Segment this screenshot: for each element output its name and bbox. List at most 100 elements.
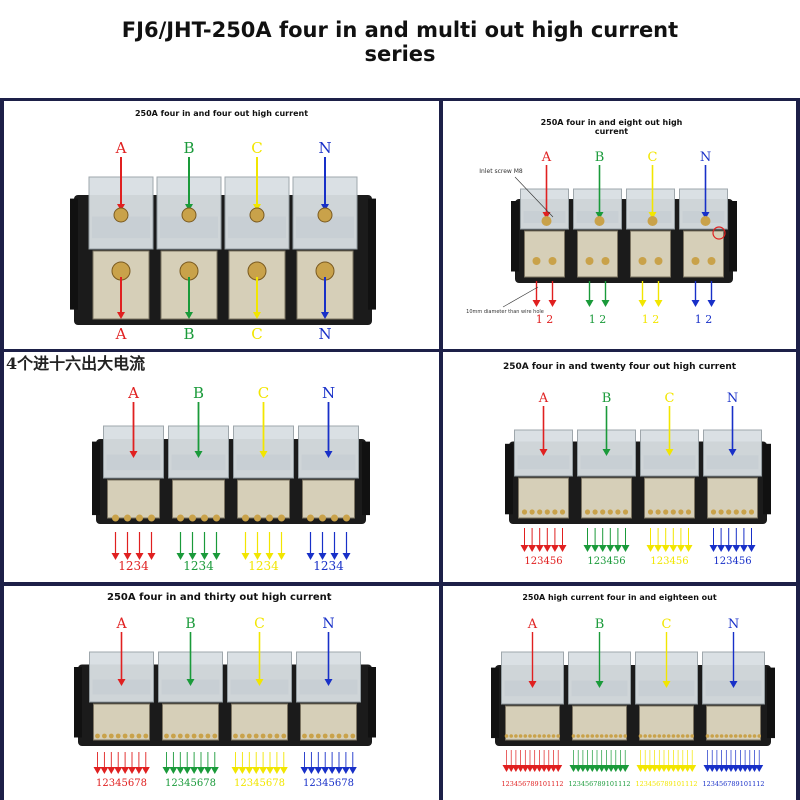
- cover-label-strip: [296, 216, 354, 239]
- cover-label-strip: [705, 680, 762, 697]
- outlet-screw: [710, 509, 717, 515]
- phase-arrow-head: [231, 767, 240, 774]
- outlet-screw: [171, 733, 176, 739]
- phase-arrow-head: [739, 545, 748, 552]
- outlet-screw: [741, 509, 747, 515]
- outlet-screw: [253, 733, 259, 739]
- outlet-screw: [246, 733, 252, 739]
- phase-arrow-head: [583, 545, 592, 552]
- phase-arrow-head: [300, 767, 309, 774]
- phase-arrow-head: [100, 767, 109, 774]
- outlet-screw: [757, 734, 761, 738]
- outlet-screw: [710, 734, 714, 738]
- phase-label-in: C: [662, 617, 672, 632]
- outlet-screw: [743, 734, 747, 738]
- outlet-screw: [618, 734, 623, 738]
- outlet-screw: [638, 734, 643, 738]
- outlet-screw: [537, 734, 542, 738]
- outlet-screw: [122, 733, 128, 739]
- outlet-screw: [504, 734, 509, 738]
- cover-label-strip: [643, 455, 696, 470]
- phase-arrow-head: [123, 553, 132, 560]
- cover-label-strip: [92, 216, 150, 239]
- outlet-screw: [681, 734, 685, 738]
- terminal-housing: [639, 705, 694, 741]
- phase-arrow-head: [259, 767, 268, 774]
- inlet-screw: [181, 207, 197, 223]
- inlet-screw: [700, 216, 711, 226]
- output-number-label: 1 2: [589, 313, 607, 326]
- phase-arrow-head: [528, 681, 537, 688]
- outlet-screw: [657, 734, 662, 738]
- phase-arrow-head: [747, 545, 756, 552]
- phase-arrow-head: [128, 767, 136, 774]
- phase-arrow-head: [321, 312, 329, 319]
- outlet-screw: [532, 734, 537, 738]
- block-base: [509, 441, 767, 524]
- phase-label-in: C: [665, 391, 675, 406]
- outlet-screw: [102, 733, 107, 739]
- phase-label-in: C: [254, 616, 265, 632]
- outlet-screw: [655, 509, 661, 515]
- outlet-screw: [350, 733, 356, 739]
- outlet-screw: [532, 257, 541, 265]
- phase-arrow-head: [648, 212, 657, 219]
- terminal-housing: [577, 230, 618, 278]
- phase-arrow-head: [183, 767, 192, 774]
- outlet-screw: [590, 734, 595, 738]
- phase-arrow-head: [253, 312, 261, 319]
- outlet-screw: [331, 514, 338, 522]
- phase-arrow-head: [93, 767, 102, 774]
- outlet-screw: [585, 257, 594, 265]
- phase-arrow-head: [654, 545, 663, 552]
- phase-arrow-head: [252, 767, 261, 774]
- terminal-housing: [683, 230, 724, 278]
- outlet-screw: [647, 509, 654, 515]
- phase-label-in: C: [258, 384, 269, 402]
- phase-arrow-head: [598, 545, 607, 552]
- outlet-screw: [115, 733, 121, 739]
- phase-arrow-head: [348, 767, 357, 774]
- phase-label-in: N: [728, 617, 739, 632]
- outlet-screw: [676, 734, 680, 738]
- outlet-screw: [136, 514, 143, 522]
- outlet-screw: [240, 733, 245, 739]
- terminal-housing: [93, 703, 150, 741]
- outlet-screw: [615, 509, 621, 515]
- panel-title: 250A four in and twenty four out high cu…: [502, 362, 737, 372]
- outlet-screw: [726, 509, 732, 515]
- phase-arrow-head: [613, 545, 622, 552]
- phase-arrow-head: [141, 767, 150, 774]
- outlet-screw: [718, 509, 724, 515]
- outlet-screw: [177, 514, 184, 522]
- page-title-line2: series: [364, 42, 436, 66]
- phase-arrow-head: [176, 767, 185, 774]
- phase-arrow-head: [732, 545, 741, 552]
- cover-label-strip: [571, 680, 628, 697]
- cover-label-strip: [236, 454, 291, 471]
- phase-arrow-head: [328, 767, 337, 774]
- phase-arrow-head: [528, 545, 537, 552]
- phase-arrow-head: [335, 767, 343, 774]
- phase-arrow-head: [601, 300, 610, 307]
- phase-arrow-head: [117, 679, 126, 686]
- outlet-screw: [509, 734, 513, 738]
- output-number-label: 1234: [118, 559, 149, 573]
- page-title: FJ6/JHT-250A four in and multi out high …: [0, 18, 800, 66]
- panel-eighteen-out: 250A high current four in and eighteen o…: [443, 586, 796, 800]
- block-end-cap: [92, 441, 100, 516]
- outlet-screw: [319, 514, 326, 522]
- phase-label-in: B: [602, 391, 612, 406]
- outlet-screw: [571, 734, 576, 738]
- outlet-screw: [576, 734, 580, 738]
- outlet-screw: [254, 514, 261, 522]
- outlet-screw: [638, 257, 647, 265]
- phase-arrow-head: [676, 545, 685, 552]
- cover-label-strip: [580, 455, 633, 470]
- outlet-screw: [733, 734, 738, 738]
- outlet-screw: [547, 734, 551, 738]
- cover-label-strip: [92, 679, 151, 695]
